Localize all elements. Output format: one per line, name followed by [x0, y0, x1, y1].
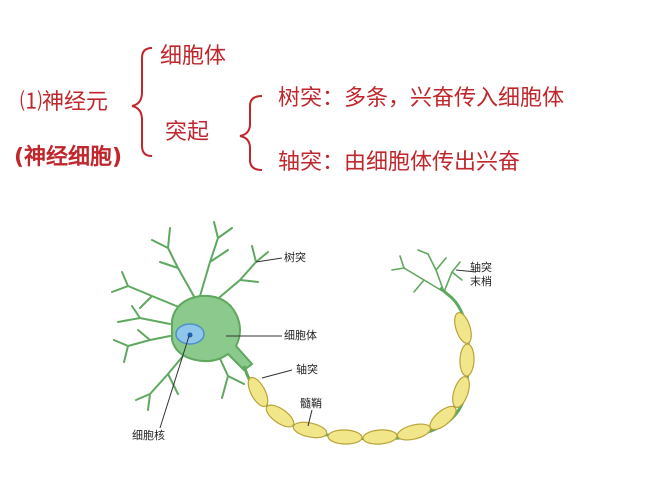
- label-axon-terminal-1: 轴突: [470, 261, 492, 274]
- label-axon-terminal-2: 末梢: [470, 275, 492, 288]
- label-myelin-sheath: 髓鞘: [300, 397, 322, 410]
- axon-terminal-branches: [391, 249, 463, 293]
- branch-cell-body: 细胞体: [160, 44, 227, 69]
- neuron-illustration: [111, 221, 475, 445]
- right-brace: [239, 95, 263, 171]
- label-nucleus: 细胞核: [132, 429, 165, 442]
- branch-processes: 突起: [165, 120, 210, 145]
- heading-neuron: ⑴神经元: [20, 90, 109, 115]
- cell-body-shape: [171, 294, 254, 372]
- myelin-segments: [247, 312, 475, 445]
- left-brace: [131, 47, 153, 157]
- label-axon: 轴突: [296, 363, 318, 376]
- label-cell-body: 细胞体: [284, 329, 317, 342]
- heading-nerve-cell: (神经细胞): [14, 145, 123, 170]
- axon-description: 轴突：由细胞体传出兴奋: [278, 150, 521, 175]
- dendrite-branches: [111, 221, 269, 411]
- dendrite-description: 树突：多条，兴奋传入细胞体: [278, 86, 565, 111]
- leader-lines: [159, 257, 477, 429]
- label-dendrite: 树突: [284, 251, 306, 264]
